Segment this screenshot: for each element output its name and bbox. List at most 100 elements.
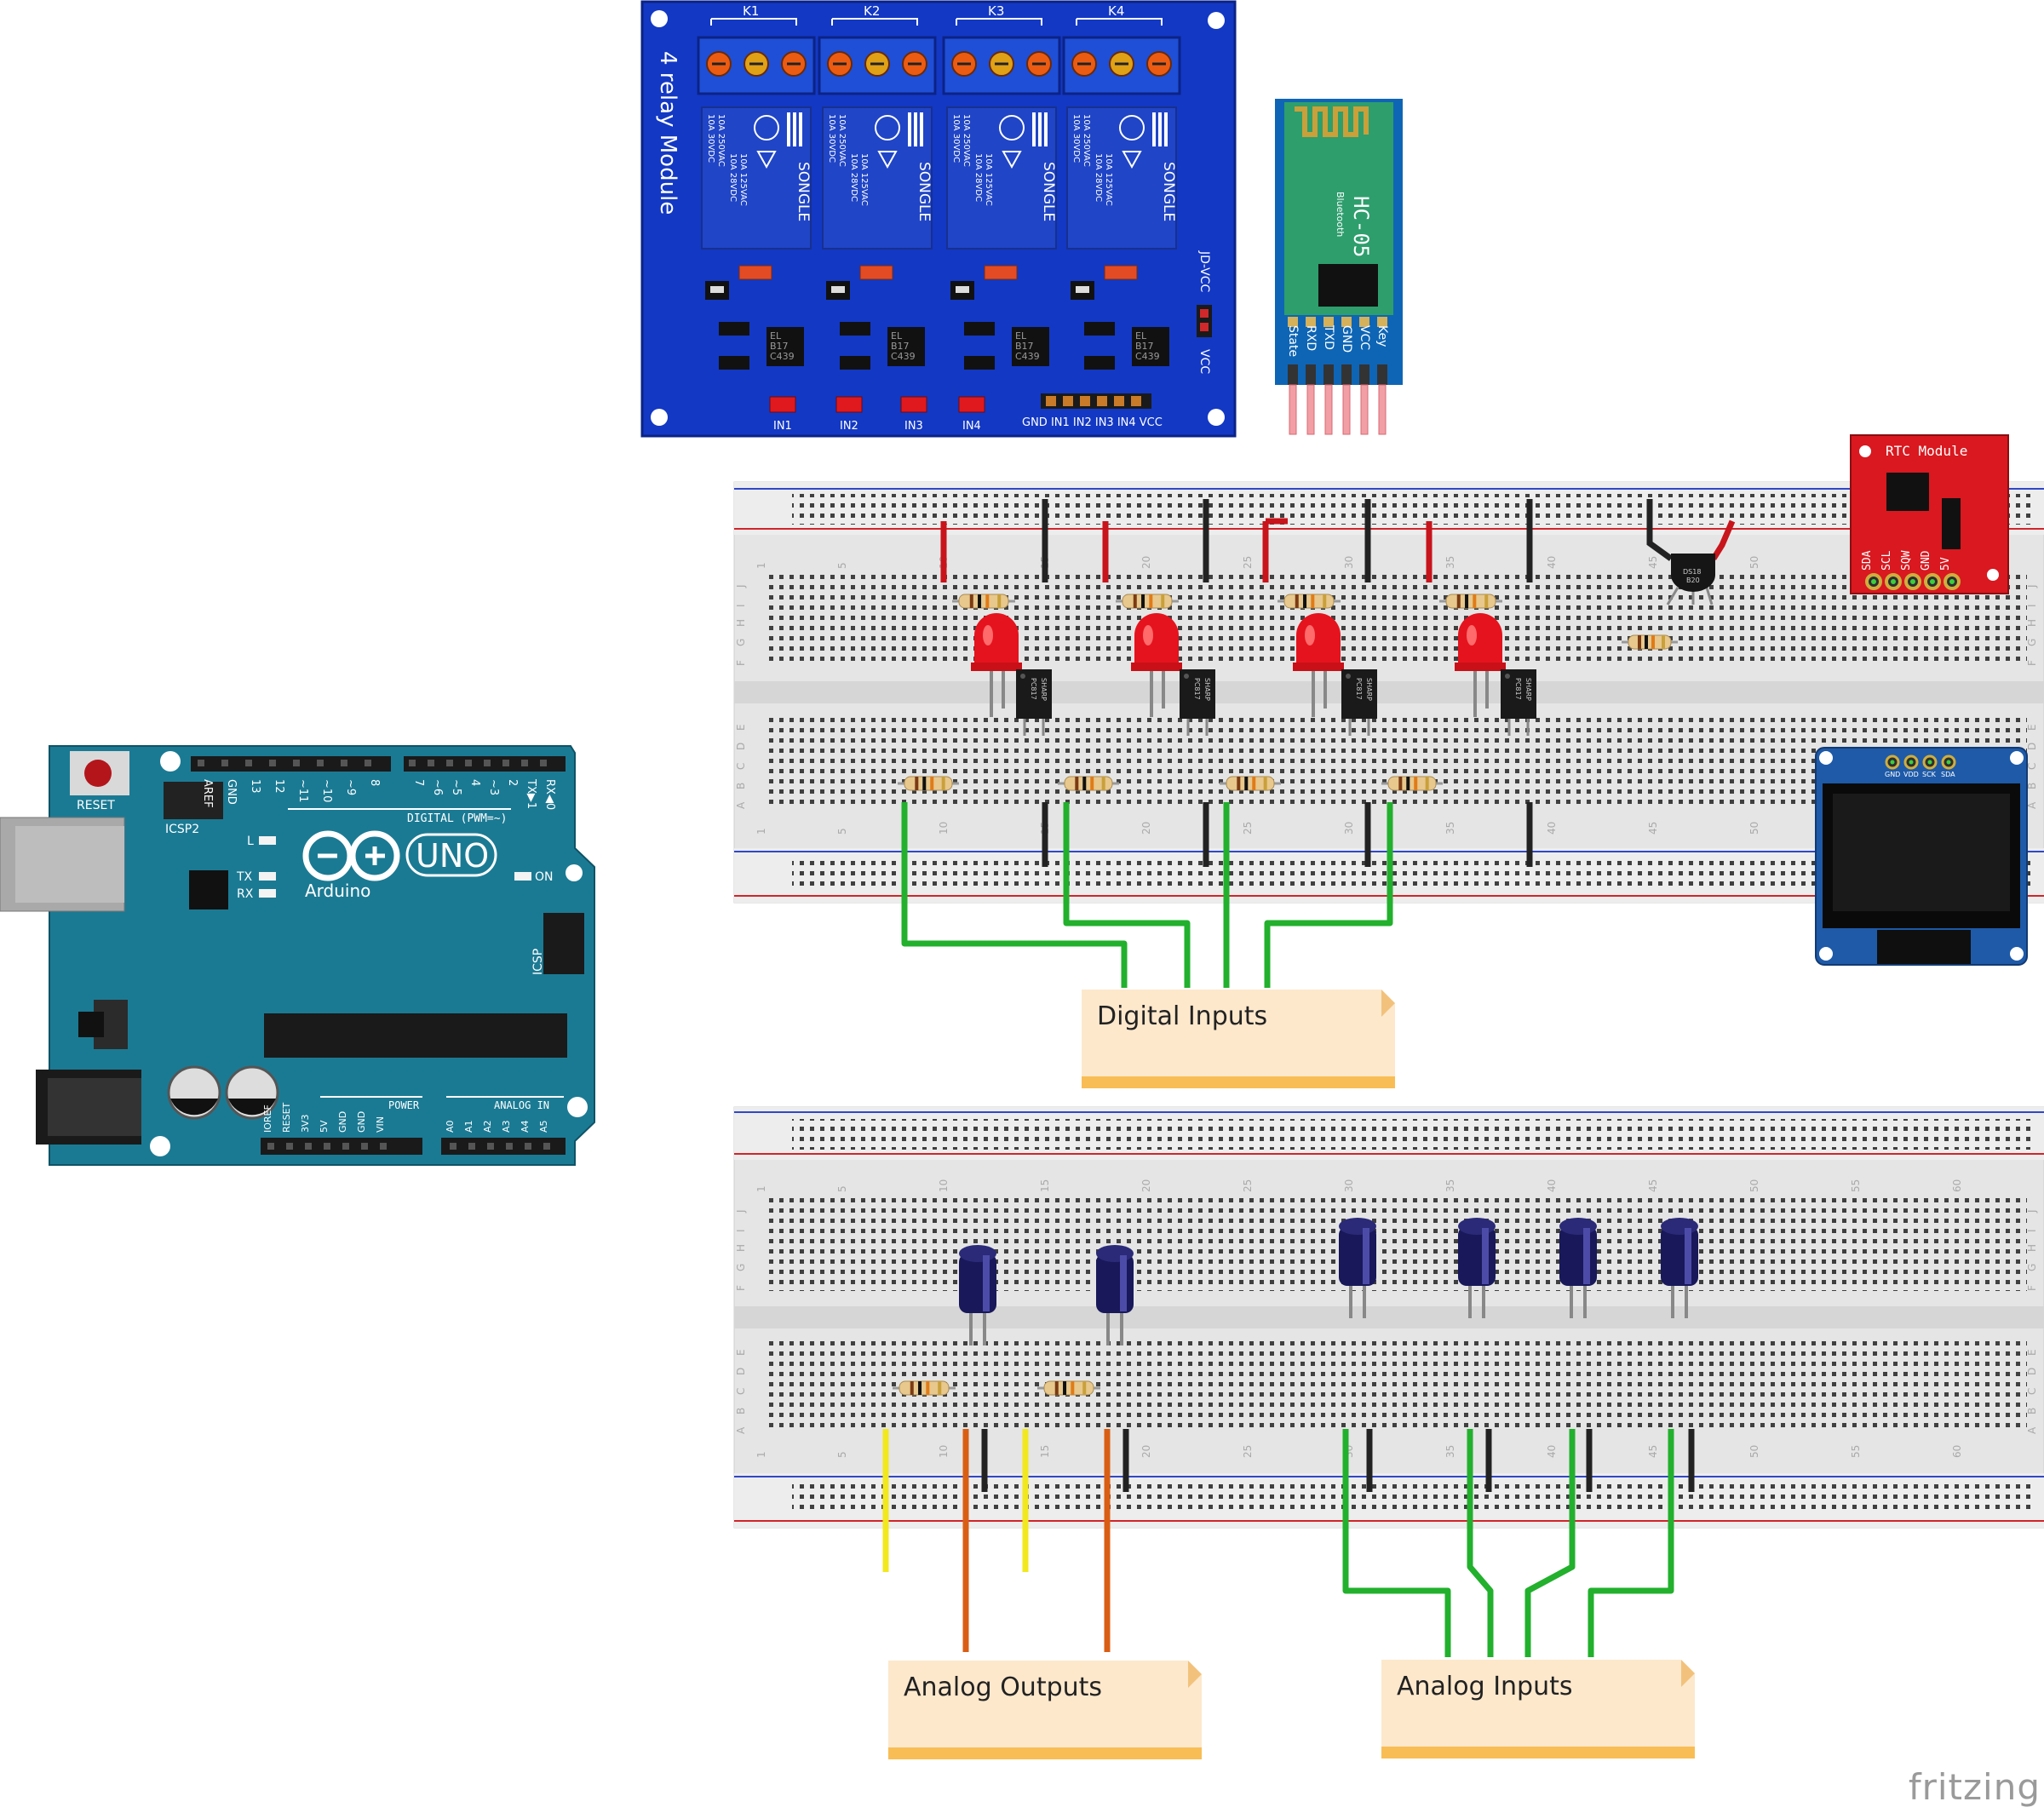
analog-inputs-note: Analog Inputs xyxy=(1381,1660,1695,1758)
analog-outputs-note: Analog Outputs xyxy=(888,1661,1202,1759)
wire xyxy=(901,802,1128,988)
power-pin[interactable] xyxy=(380,1143,387,1150)
analog-pin[interactable] xyxy=(525,1143,531,1150)
svg-text:Key: Key xyxy=(1375,325,1389,347)
digital-pin[interactable] xyxy=(521,760,528,766)
oled-pin-sda[interactable]: SDA xyxy=(1941,754,1956,778)
svg-text:SDA: SDA xyxy=(1861,550,1874,571)
svg-text:GND: GND xyxy=(1340,325,1353,353)
rtc-pin-5v[interactable]: 5V xyxy=(1939,557,1961,590)
electrolytic-capacitor xyxy=(1661,1218,1698,1318)
column-number: 35 xyxy=(1444,556,1456,569)
rtc-pin-gnd[interactable]: GND xyxy=(1920,550,1941,590)
row-letter: G xyxy=(2026,639,2038,646)
column-number: 50 xyxy=(1748,822,1760,835)
digital-pin[interactable] xyxy=(245,760,252,766)
oled-pin-vdd[interactable]: VDD xyxy=(1903,754,1919,778)
digital-pin[interactable] xyxy=(428,760,434,766)
bluetooth-pin-txd[interactable]: TXD xyxy=(1322,317,1335,435)
analog-pin-label: A0 xyxy=(445,1120,456,1133)
analog-pin[interactable] xyxy=(468,1143,475,1150)
digital-pin[interactable] xyxy=(446,760,453,766)
rtc-pin-scl[interactable]: SCL xyxy=(1880,550,1902,590)
relay-rating: 10A 250VAC xyxy=(1082,114,1091,167)
power-pin[interactable] xyxy=(324,1143,330,1150)
digital-pin[interactable] xyxy=(465,760,472,766)
digital-pin[interactable] xyxy=(317,760,324,766)
oled-pin-gnd[interactable]: GND xyxy=(1885,754,1900,778)
digital-pin[interactable] xyxy=(540,760,547,766)
digital-pin[interactable] xyxy=(365,760,371,766)
wire xyxy=(1063,802,1191,988)
row-letter: E xyxy=(2026,724,2038,731)
oled-pin-sck[interactable]: SCK xyxy=(1922,754,1938,778)
row-letter: C xyxy=(2026,1388,2038,1395)
digital-pin-label: 13 xyxy=(249,779,261,794)
power-pin-label: GND xyxy=(337,1111,348,1133)
digital-label: DIGITAL (PWM=~) xyxy=(407,812,507,825)
analog-pin[interactable] xyxy=(450,1143,456,1150)
digital-pin[interactable] xyxy=(198,760,204,766)
row-letter: H xyxy=(735,619,747,627)
digital-pin[interactable] xyxy=(341,760,347,766)
digital-pin[interactable] xyxy=(221,760,228,766)
cqc-icon xyxy=(1119,115,1145,141)
triangle-icon xyxy=(877,151,898,169)
bluetooth-pin-rxd[interactable]: RXD xyxy=(1304,317,1318,435)
relay-rating: 10A 28VDC xyxy=(728,153,738,202)
column-number: 5 xyxy=(836,1451,848,1458)
row-letter: E xyxy=(735,1349,747,1356)
svg-text:C439: C439 xyxy=(1015,351,1040,362)
analog-pin[interactable] xyxy=(487,1143,494,1150)
relay-header[interactable]: GND IN1 IN2 IN3 IN4 VCC xyxy=(1022,393,1163,429)
relay-rating: 10A 28VDC xyxy=(1094,153,1103,202)
column-number: 25 xyxy=(1242,822,1254,835)
bluetooth-pin-state[interactable]: State xyxy=(1286,317,1300,435)
power-pin[interactable] xyxy=(267,1143,274,1150)
digital-pin[interactable] xyxy=(502,760,509,766)
power-pin[interactable] xyxy=(361,1143,368,1150)
digital-pin[interactable] xyxy=(293,760,300,766)
rtc-module: RTC Module xyxy=(1850,434,2009,594)
bluetooth-pin-key[interactable]: Key xyxy=(1375,317,1389,435)
bluetooth-pins[interactable]: State RXD TXD GND VCC Key xyxy=(1286,317,1389,435)
svg-text:B17: B17 xyxy=(1135,341,1154,352)
cqc-icon xyxy=(754,115,779,141)
power-pin[interactable] xyxy=(286,1143,293,1150)
digital-pin[interactable] xyxy=(269,760,276,766)
row-letter: D xyxy=(2026,743,2038,750)
svg-text:State: State xyxy=(1286,325,1300,357)
bluetooth-model: HC-05 xyxy=(1349,196,1373,257)
rtc-pin-sqw[interactable]: SQW xyxy=(1900,550,1921,590)
power-pin[interactable] xyxy=(305,1143,312,1150)
bluetooth-pin-vcc[interactable]: VCC xyxy=(1358,317,1371,435)
column-number: 30 xyxy=(1343,1179,1355,1192)
resistor xyxy=(1116,594,1179,609)
bluetooth-pin-gnd[interactable]: GND xyxy=(1340,317,1353,435)
svg-text:5V: 5V xyxy=(1939,557,1952,571)
analog-pin[interactable] xyxy=(543,1143,550,1150)
relay-rating: 10A 250VAC xyxy=(962,114,971,167)
svg-text:EL: EL xyxy=(1015,330,1027,341)
column-number: 55 xyxy=(1850,1179,1862,1192)
electrolytic-capacitor xyxy=(1458,1218,1496,1318)
power-pin[interactable] xyxy=(342,1143,349,1150)
rtc-pin-sda[interactable]: SDA xyxy=(1861,550,1882,590)
triangle-icon xyxy=(1002,151,1022,169)
analog-pin[interactable] xyxy=(506,1143,513,1150)
digital-pin-label: GND xyxy=(225,779,238,805)
digital-pin[interactable] xyxy=(484,760,491,766)
analog-label: ANALOG IN xyxy=(494,1099,549,1111)
electrolytic-capacitor xyxy=(1096,1245,1134,1345)
digital-pin-label: 4 xyxy=(468,779,481,786)
row-letter: B xyxy=(735,1408,747,1414)
digital-pin[interactable] xyxy=(409,760,416,766)
svg-text:B17: B17 xyxy=(1015,341,1034,352)
